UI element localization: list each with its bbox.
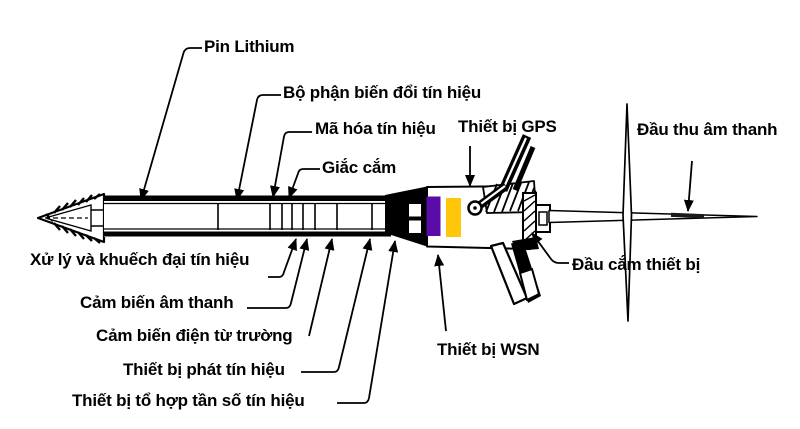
yellow-module-block	[446, 198, 461, 237]
tail-fins	[489, 241, 541, 306]
leader-emf-sensor	[308, 238, 335, 337]
leader-lines	[139, 47, 694, 404]
purple-module-block	[426, 196, 441, 236]
tail-connector	[385, 186, 427, 247]
nose-cone	[36, 192, 122, 244]
leader-signal-transmitter	[301, 238, 373, 373]
tube-bottom-wall	[104, 231, 391, 237]
leader-device-plug	[531, 232, 569, 264]
compartment-dividers	[217, 203, 373, 230]
device-body-group	[36, 103, 758, 322]
leader-wsn-device	[434, 254, 447, 332]
leader-signal-converter	[234, 94, 281, 201]
label-audio-receiver: Đầu thu âm thanh	[637, 120, 778, 139]
probe-rod	[548, 209, 758, 224]
leader-signal-encoder	[270, 131, 312, 198]
rear-plug	[535, 204, 551, 233]
leader-audio-sensor	[247, 238, 310, 309]
label-signal-encoder: Mã hóa tín hiệu	[315, 119, 436, 138]
label-signal-converter: Bộ phận biến đổi tín hiệu	[283, 83, 482, 102]
leader-pin-lithium	[139, 47, 202, 201]
label-gps-device: Thiết bị GPS	[458, 117, 557, 136]
leader-connector-jack	[288, 168, 320, 199]
label-emf-sensor: Cảm biến điện từ trường	[96, 326, 293, 345]
label-audio-sensor: Cảm biến âm thanh	[80, 293, 234, 312]
nose-step	[91, 209, 104, 227]
vertical-spindle	[622, 103, 633, 322]
label-signal-processor: Xử lý và khuếch đại tín hiệu	[30, 250, 250, 269]
nose-hatching	[45, 193, 101, 244]
label-wsn-device: Thiết bị WSN	[437, 340, 540, 359]
leader-audio-receiver	[683, 160, 694, 212]
leader-signal-processor	[268, 238, 297, 278]
main-body-tube	[104, 195, 392, 237]
label-connector-jack: Giắc cắm	[322, 158, 397, 177]
gps-antenna	[467, 134, 536, 216]
label-pin-lithium: Pin Lithium	[204, 37, 295, 56]
leader-freq-synthesizer	[337, 240, 399, 404]
label-freq-synthesizer: Thiết bị tổ hợp tần số tín hiệu	[72, 391, 305, 410]
tube-top-wall	[104, 195, 391, 201]
label-signal-transmitter: Thiết bị phát tín hiệu	[123, 360, 285, 379]
label-device-plug: Đầu cắm thiết bị	[572, 255, 701, 274]
